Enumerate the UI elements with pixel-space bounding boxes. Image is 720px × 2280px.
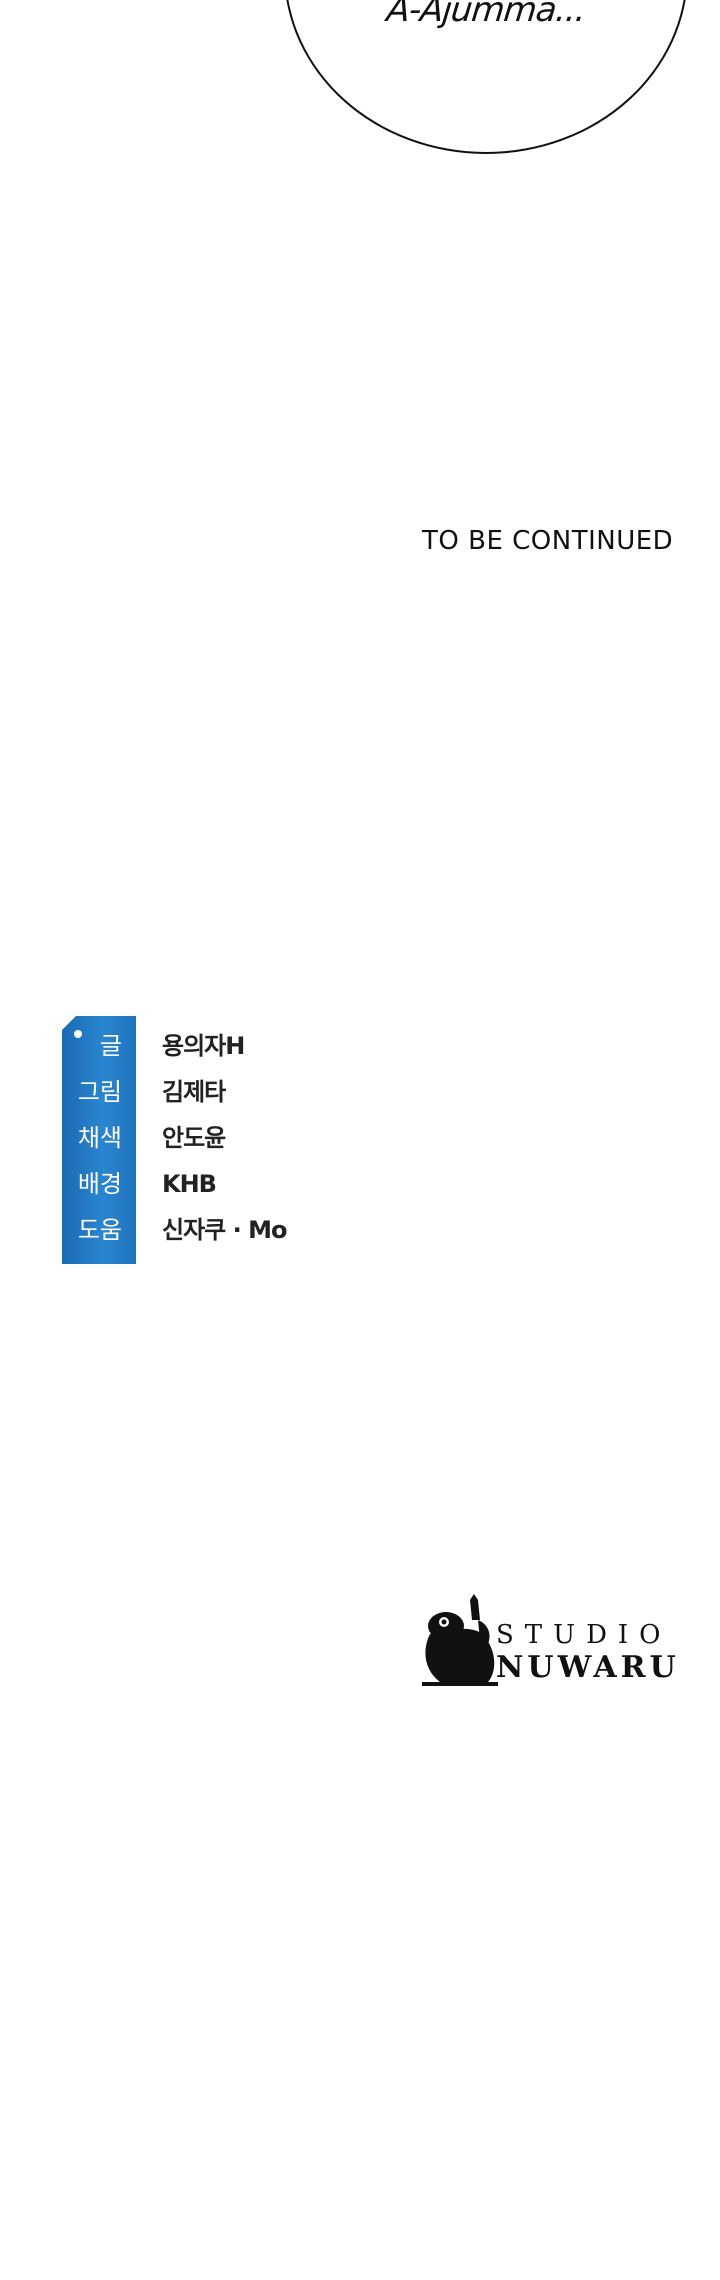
credit-name: 신자쿠 · Mo [162, 1216, 287, 1244]
credit-role-label: 채색 [77, 1124, 122, 1152]
credit-name: 용의자H [162, 1032, 245, 1060]
credit-role-label: 글 [99, 1032, 122, 1060]
tag-hole-icon [74, 1030, 82, 1038]
credit-row-assist: 도움 신자쿠 · Mo [62, 1210, 462, 1250]
credit-name: KHB [162, 1170, 217, 1198]
credit-row-story: 글 용의자H [62, 1026, 462, 1066]
to-be-continued-text: TO BE CONTINUED [422, 526, 674, 556]
credit-role-label: 그림 [77, 1078, 122, 1106]
credit-row-background: 배경 KHB [62, 1164, 462, 1204]
credit-role-label: 도움 [77, 1216, 122, 1244]
credit-role-label: 배경 [77, 1170, 122, 1198]
credit-name: 안도윤 [162, 1124, 226, 1152]
speech-bubble-text: A-Ajumma... [384, 0, 588, 30]
credit-name: 김제타 [162, 1078, 226, 1106]
credit-row-color: 채색 안도윤 [62, 1118, 462, 1158]
credit-row-art: 그림 김제타 [62, 1072, 462, 1112]
studio-logo: STUDIO NUWARU [418, 1590, 688, 1690]
speech-bubble: A-Ajumma... [284, 0, 688, 154]
frog-mascot-icon [422, 1594, 498, 1686]
credits-tag [62, 1016, 136, 1264]
studio-name-line2: NUWARU [496, 1650, 680, 1685]
studio-name-line1: STUDIO [496, 1620, 672, 1650]
